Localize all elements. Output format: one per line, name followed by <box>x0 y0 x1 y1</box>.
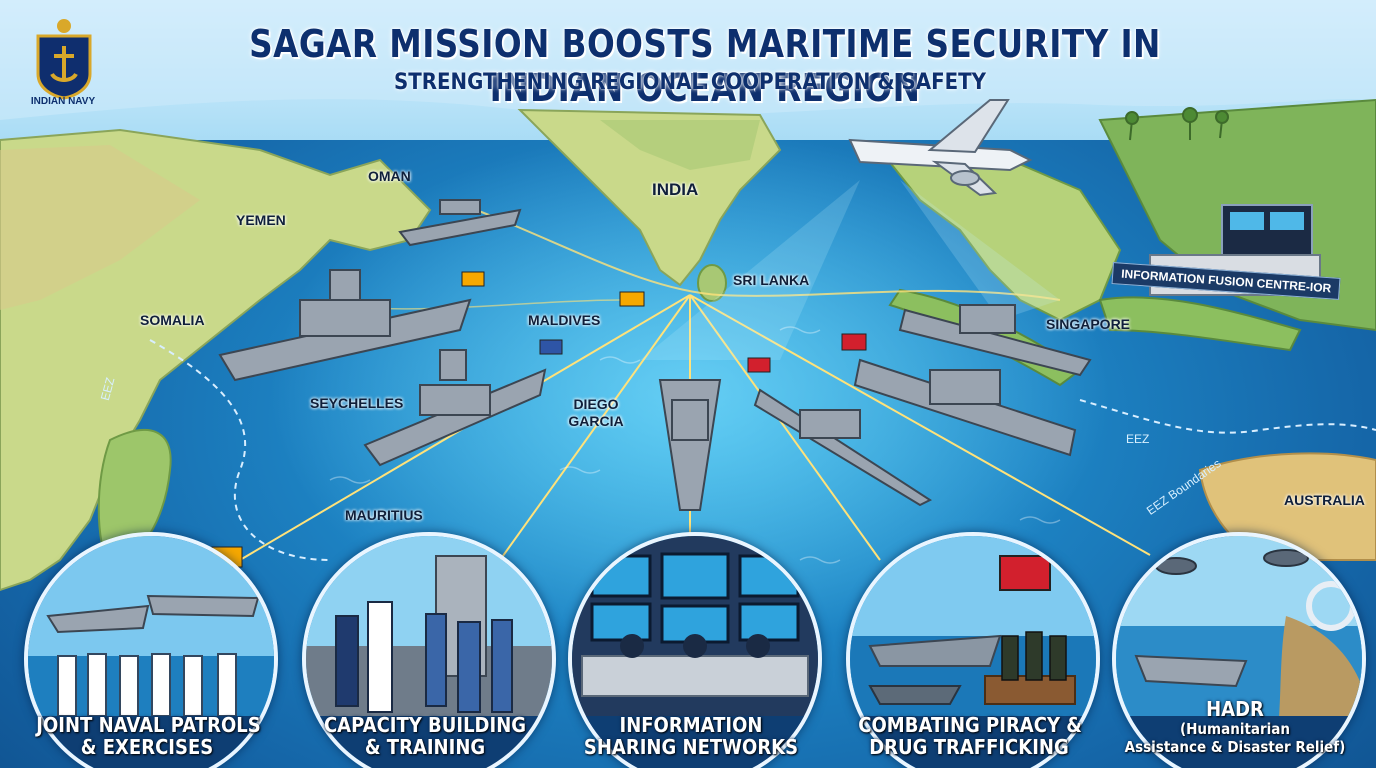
pillar-caption-line: & EXERCISES <box>80 735 214 759</box>
pillar-caption-line: CAPACITY BUILDING <box>323 713 527 737</box>
indian-navy-emblem-icon <box>36 19 92 100</box>
maritime-patrol-aircraft-icon <box>848 99 1033 197</box>
pillar-caption-line: COMBATING PIRACY & <box>858 713 1082 737</box>
page-title: SAGAR MISSION BOOSTS MARITIME SECURITY I… <box>249 22 1161 110</box>
label-sri-lanka: SRI LANKA <box>733 272 810 288</box>
pillar-caption-line: Assistance & Disaster Relief) <box>1124 738 1346 756</box>
pillar-image-anti-piracy <box>846 532 1100 768</box>
emblem-label: INDIAN NAVY <box>30 96 96 107</box>
pillar-caption-line: HADR <box>1206 697 1264 721</box>
pillar-image-hadr <box>1112 532 1366 768</box>
label-somalia: SOMALIA <box>140 312 205 328</box>
pillar-caption-line: (Humanitarian <box>1179 720 1291 738</box>
warship-icon <box>218 199 1092 511</box>
eez-label-right: EEZ <box>1126 432 1150 446</box>
pillar-image-joint-patrols <box>24 532 278 768</box>
label-yemen: YEMEN <box>236 212 286 228</box>
pillar-caption-capacity-building: CAPACITY BUILDING & TRAINING <box>314 714 535 758</box>
southeast-asia-land <box>877 148 1122 322</box>
label-seychelles: SEYCHELLES <box>310 395 404 411</box>
pillar-caption-line: & TRAINING <box>364 735 486 759</box>
sri-lanka-land <box>697 264 727 302</box>
pillar-caption-hadr: HADR (Humanitarian Assistance & Disaster… <box>1124 697 1346 756</box>
label-singapore: SINGAPORE <box>1046 316 1131 332</box>
pillar-image-capacity-building <box>302 532 556 768</box>
pillar-caption-information-sharing: INFORMATION SHARING NETWORKS <box>580 714 801 758</box>
pillar-caption-line: SHARING NETWORKS <box>583 735 799 759</box>
pillar-image-information-sharing <box>568 532 822 768</box>
pillar-caption-line: INFORMATION <box>619 713 763 737</box>
label-india: INDIA <box>652 180 699 199</box>
label-australia: AUSTRALIA <box>1284 492 1365 508</box>
label-mauritius: MAURITIUS <box>345 507 423 523</box>
pillar-caption-anti-piracy: COMBATING PIRACY & DRUG TRAFFICKING <box>858 713 1082 759</box>
page-subtitle: STRENGTHENING REGIONAL COOPERATION & SAF… <box>394 70 986 95</box>
label-oman: OMAN <box>368 168 411 184</box>
pillar-caption-line: JOINT NAVAL PATROLS <box>36 713 261 737</box>
label-diego-garcia: DIEGO GARCIA <box>568 396 624 429</box>
pillar-caption-line: DRUG TRAFFICKING <box>869 735 1069 759</box>
pillar-caption-joint-patrols: JOINT NAVAL PATROLS & EXERCISES <box>36 713 261 759</box>
label-maldives: MALDIVES <box>528 312 601 328</box>
